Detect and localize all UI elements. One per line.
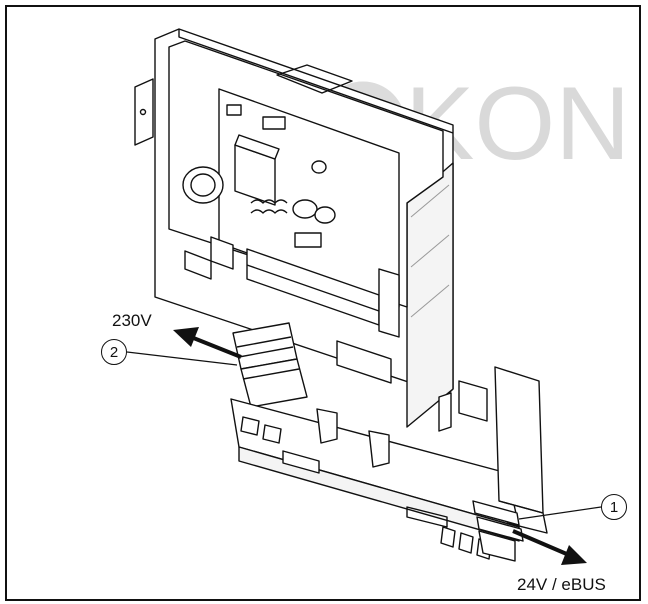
leader-line-1 [518,506,602,520]
callout-1: 1 [601,494,627,520]
leader-line-2 [126,351,238,366]
label-230v: 230V [112,311,152,330]
label-24v-ebus: 24V / eBUS [517,575,606,594]
figure-frame: KON [5,5,641,601]
arrow-24v-ebus [512,529,587,565]
control-box-drawing: KON [126,28,630,565]
arrow-230v [173,327,242,359]
callout-2: 2 [101,339,127,365]
